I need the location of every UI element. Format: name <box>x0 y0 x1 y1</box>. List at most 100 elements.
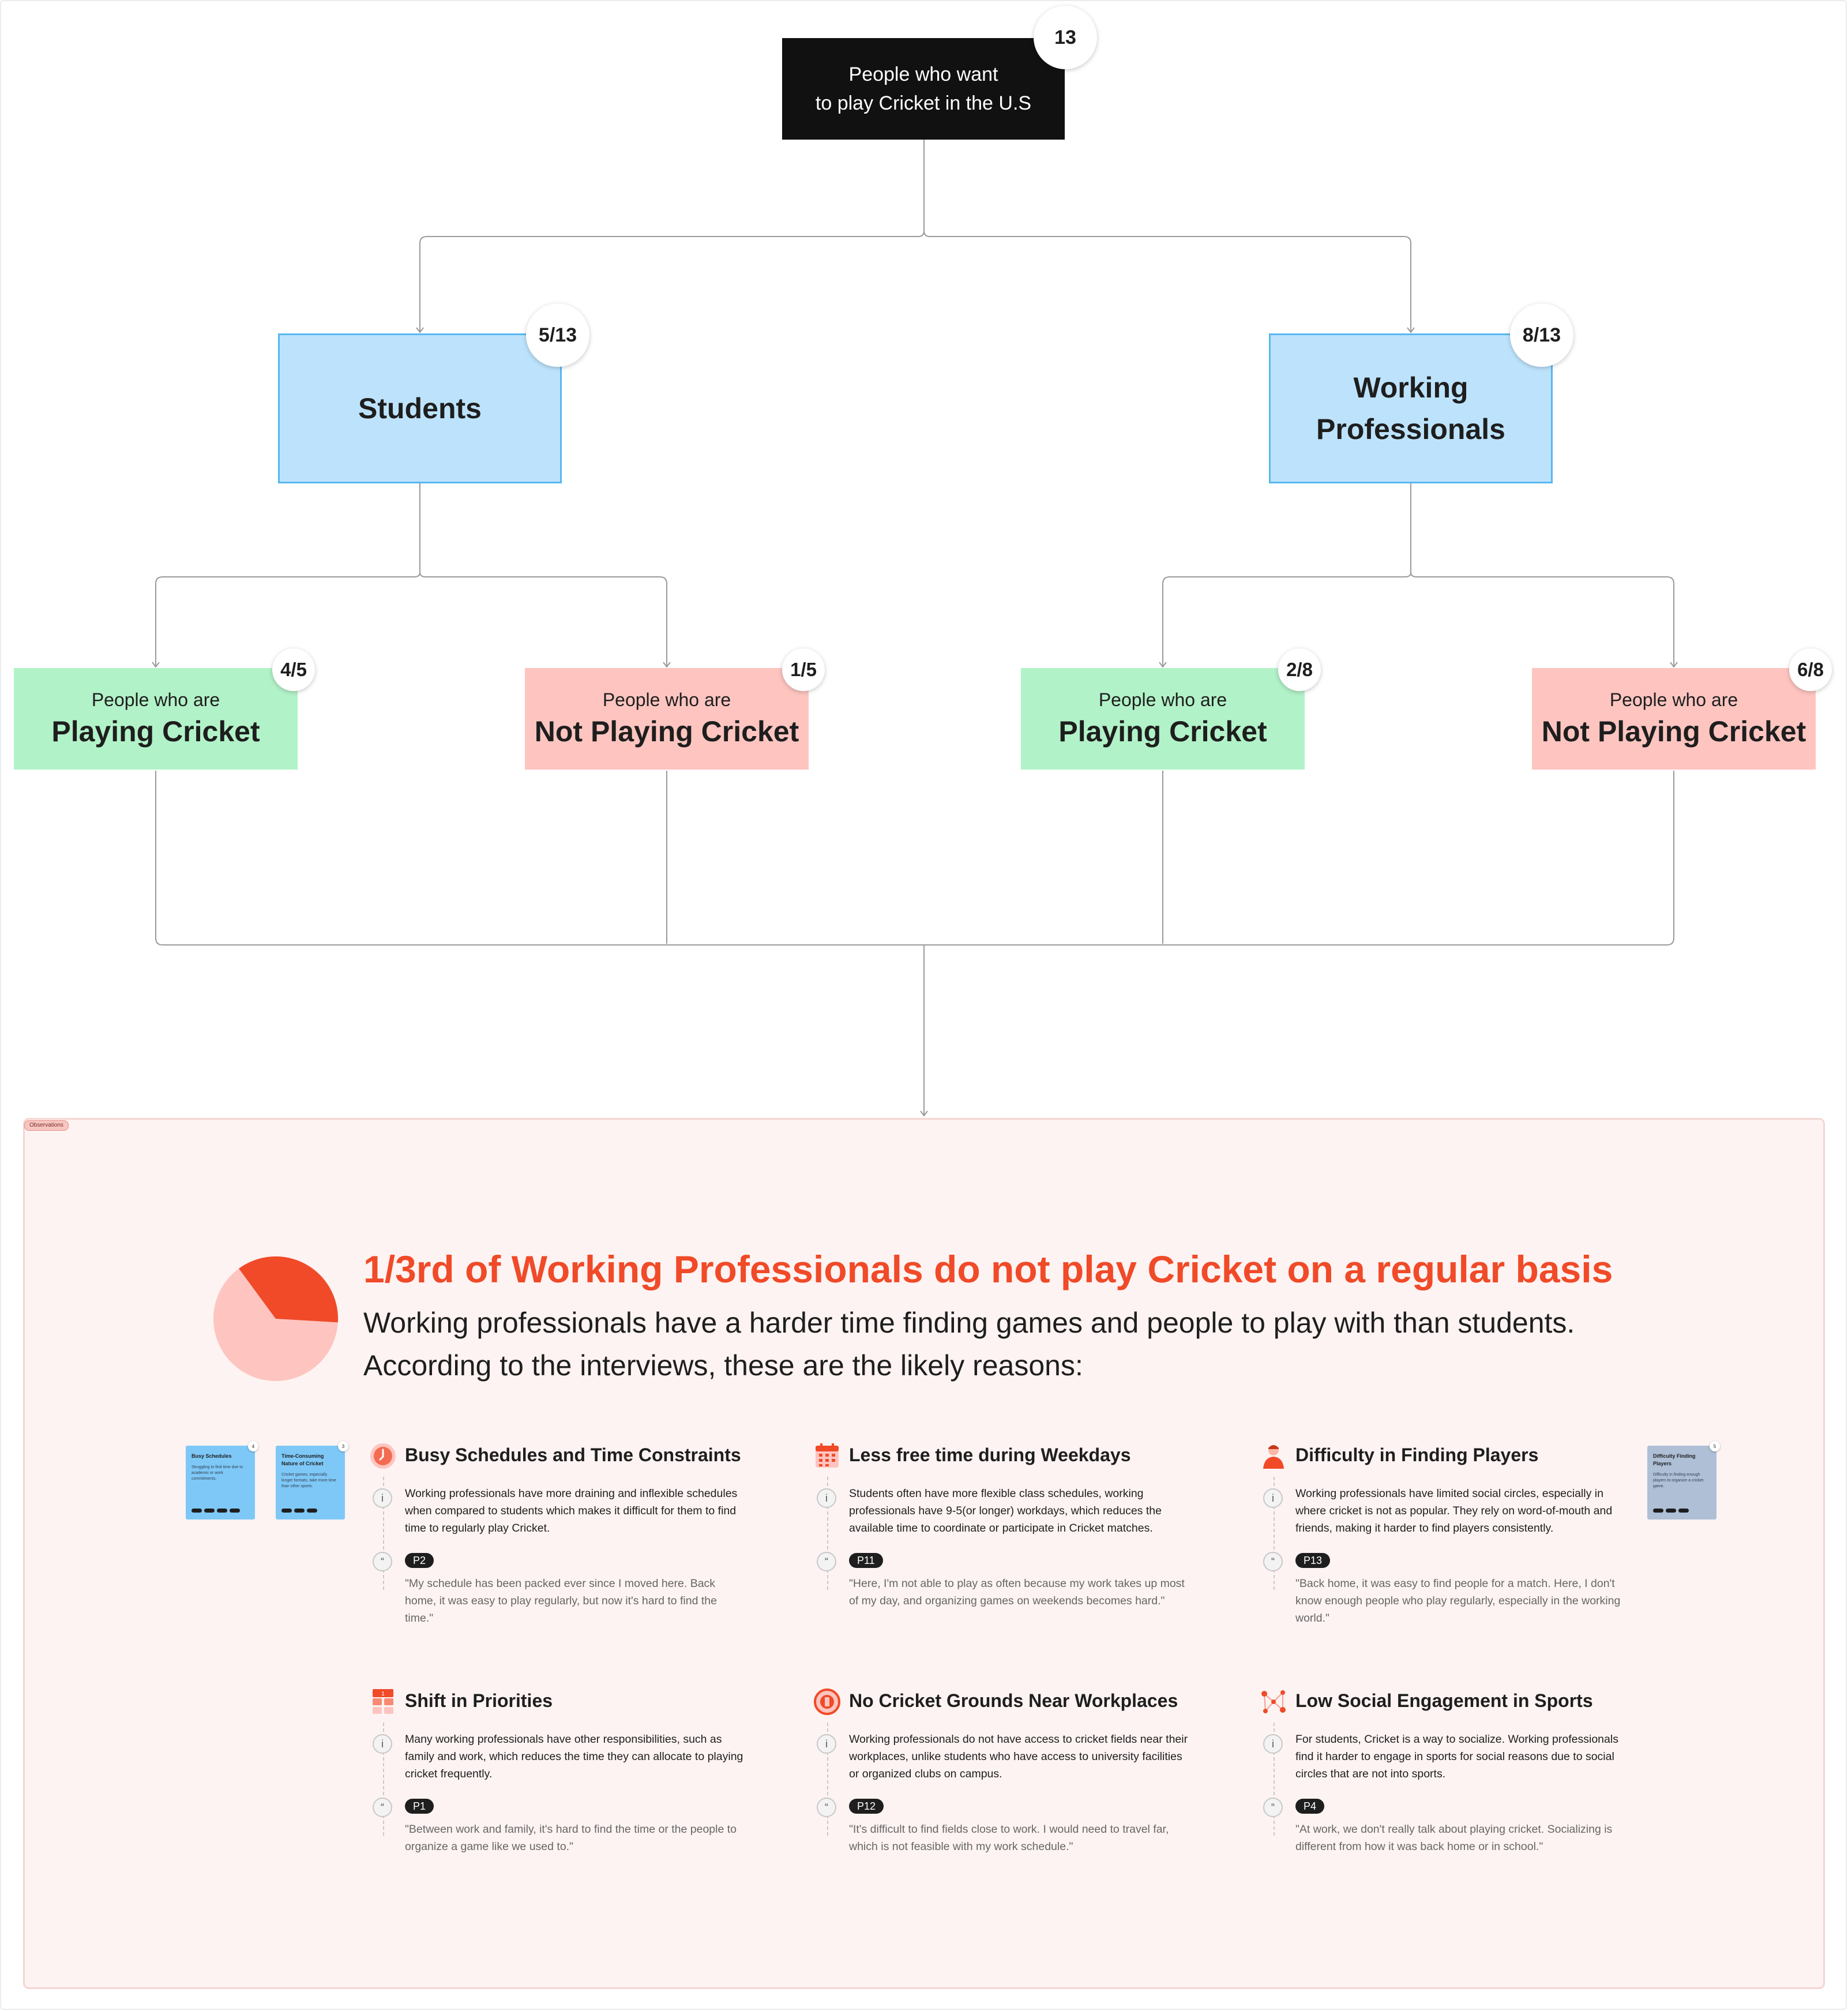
reason-title: Difficulty in Finding Players <box>1295 1445 1539 1465</box>
reason-quote: "At work, we don't really talk about pla… <box>1295 1823 1613 1853</box>
professionals-playing-node[interactable]: People who are Playing Cricket <box>1021 668 1305 770</box>
reason-connector <box>827 1477 828 1590</box>
reason-low-social-engagement[interactable]: Low Social Engagement in Sports i For st… <box>1260 1690 1629 1863</box>
participant-tag: P13 <box>1295 1553 1331 1568</box>
quote-icon: “ <box>1263 1798 1283 1817</box>
reason-description: Working professionals have more draining… <box>405 1487 738 1534</box>
students-count-badge: 5/13 <box>526 303 589 367</box>
reason-quote: "It's difficult to find fields close to … <box>849 1823 1169 1853</box>
reason-title: Busy Schedules and Time Constraints <box>405 1445 741 1465</box>
professionals-line-2: Professionals <box>1316 413 1505 445</box>
leaf-small-text: People who are <box>602 689 731 710</box>
reason-busy-schedules[interactable]: Busy Schedules and Time Constraints i Wo… <box>369 1443 741 1635</box>
reason-title: Shift in Priorities <box>405 1690 553 1711</box>
reason-connector <box>1274 1723 1275 1836</box>
sticky-card-tags <box>191 1509 240 1513</box>
participant-tag: P11 <box>849 1553 883 1568</box>
sticky-card-time-consuming[interactable]: Time-Consuming Nature of Cricket Cricket… <box>276 1441 348 1519</box>
professionals-line-1: Working <box>1353 372 1468 404</box>
observations-subline-1: Working professionals have a harder time… <box>363 1307 1575 1339</box>
sticky-card-body: Cricket games, especially longer formats… <box>281 1473 336 1488</box>
sticky-card-tags <box>281 1509 317 1513</box>
reason-description: For students, Cricket is a way to social… <box>1295 1733 1618 1780</box>
sticky-card-title: Difficulty Finding Players <box>1653 1453 1696 1466</box>
root-node[interactable]: People who want to play Cricket in the U… <box>782 38 1065 140</box>
info-icon: i <box>373 1488 392 1508</box>
quote-icon: “ <box>373 1798 392 1817</box>
observations-section[interactable] <box>23 1118 1825 1989</box>
observations-headline: 1/3rd of Working Professionals do not pl… <box>363 1248 1613 1290</box>
professionals-not-playing-count-badge: 6/8 <box>1789 648 1832 691</box>
reason-quote: "Here, I'm not able to play as often bec… <box>849 1577 1185 1607</box>
pie-highlight-slice <box>239 1256 338 1323</box>
reason-title: No Cricket Grounds Near Workplaces <box>849 1690 1178 1711</box>
no-ground-icon <box>814 1689 840 1715</box>
observations-label[interactable]: Observations <box>24 1120 69 1131</box>
root-count-badge: 13 <box>1034 6 1097 69</box>
professionals-node[interactable]: Working Professionals <box>1269 333 1553 483</box>
sticky-card-title: Busy Schedules <box>191 1453 232 1459</box>
quote-icon: “ <box>373 1552 392 1571</box>
students-label: Students <box>358 392 482 425</box>
quote-icon: “ <box>817 1552 836 1571</box>
participant-tag: P4 <box>1295 1799 1325 1814</box>
professionals-playing-count-badge: 2/8 <box>1278 648 1321 691</box>
network-icon <box>1261 1690 1286 1713</box>
leaf-small-text: People who are <box>1609 689 1738 710</box>
professionals-count-badge: 8/13 <box>1510 303 1573 367</box>
sticky-card-finding-players[interactable]: Difficulty Finding Players Difficulty in… <box>1647 1441 1720 1519</box>
root-line-1: People who want <box>848 63 998 85</box>
participant-tag: P12 <box>849 1799 884 1814</box>
reason-description: Working professionals have limited socia… <box>1295 1487 1613 1534</box>
reason-title: Low Social Engagement in Sports <box>1295 1690 1593 1711</box>
reason-connector <box>827 1723 828 1836</box>
participant-tag: P2 <box>405 1553 434 1568</box>
info-icon: i <box>817 1734 836 1754</box>
participant-tag: P1 <box>405 1799 434 1814</box>
info-icon: i <box>817 1488 836 1508</box>
reason-quote: "My schedule has been packed ever since … <box>405 1577 717 1624</box>
sticky-card-body: Difficulty in finding enough players to … <box>1653 1473 1704 1488</box>
quote-icon: “ <box>1263 1552 1283 1571</box>
info-icon: i <box>1263 1488 1283 1508</box>
person-icon <box>1263 1445 1284 1469</box>
reason-quote: "Back home, it was easy to find people f… <box>1295 1577 1621 1624</box>
sticky-card-count: 5 <box>1710 1441 1720 1451</box>
reason-title: Less free time during Weekdays <box>849 1445 1131 1465</box>
sticky-card-count: 4 <box>248 1441 258 1451</box>
reason-finding-players[interactable]: Difficulty in Finding Players i Working … <box>1260 1445 1629 1635</box>
calendar-priority-icon: 1 <box>373 1689 393 1714</box>
reason-description: Many working professionals have other re… <box>405 1733 743 1780</box>
clock-icon <box>370 1443 396 1469</box>
sticky-card-title: Time-Consuming Nature of Cricket <box>281 1453 324 1466</box>
observations-subline-2: According to the interviews, these are t… <box>363 1349 1083 1382</box>
leaf-small-text: People who are <box>91 689 220 710</box>
professionals-not-playing-node[interactable]: People who are Not Playing Cricket <box>1532 668 1816 770</box>
students-not-playing-node[interactable]: People who are Not Playing Cricket <box>525 668 809 770</box>
students-playing-count-badge: 4/5 <box>272 648 315 691</box>
students-playing-node[interactable]: People who are Playing Cricket <box>14 668 298 770</box>
students-not-playing-count-badge: 1/5 <box>782 648 825 691</box>
root-line-2: to play Cricket in the U.S <box>815 92 1032 114</box>
quote-icon: “ <box>817 1798 836 1817</box>
students-node[interactable]: Students <box>278 333 562 483</box>
leaf-small-text: People who are <box>1098 689 1227 710</box>
calendar-icon <box>816 1443 839 1468</box>
sticky-card-busy-schedules[interactable]: Busy Schedules Struggling to find time d… <box>186 1441 258 1519</box>
reason-description: Working professionals do not have access… <box>849 1733 1188 1780</box>
reason-less-free-time[interactable]: Less free time during Weekdays i Student… <box>813 1443 1185 1635</box>
reason-connector <box>1274 1477 1275 1590</box>
sticky-card-count: 3 <box>338 1441 348 1451</box>
sticky-card-body: Struggling to find time due to academic … <box>191 1465 243 1481</box>
reason-no-grounds[interactable]: No Cricket Grounds Near Workplaces i Wor… <box>813 1689 1188 1863</box>
sticky-card-tags <box>1653 1509 1689 1513</box>
leaf-big-text: Playing Cricket <box>1058 715 1267 748</box>
reason-shift-in-priorities[interactable]: 1 Shift in Priorities i Many working pro… <box>369 1689 743 1863</box>
reason-description: Students often have more flexible class … <box>849 1487 1162 1534</box>
leaf-big-text: Playing Cricket <box>51 715 260 748</box>
leaf-big-text: Not Playing Cricket <box>1541 715 1806 748</box>
reason-quote: "Between work and family, it's hard to f… <box>405 1823 737 1853</box>
info-icon: i <box>1263 1734 1283 1754</box>
